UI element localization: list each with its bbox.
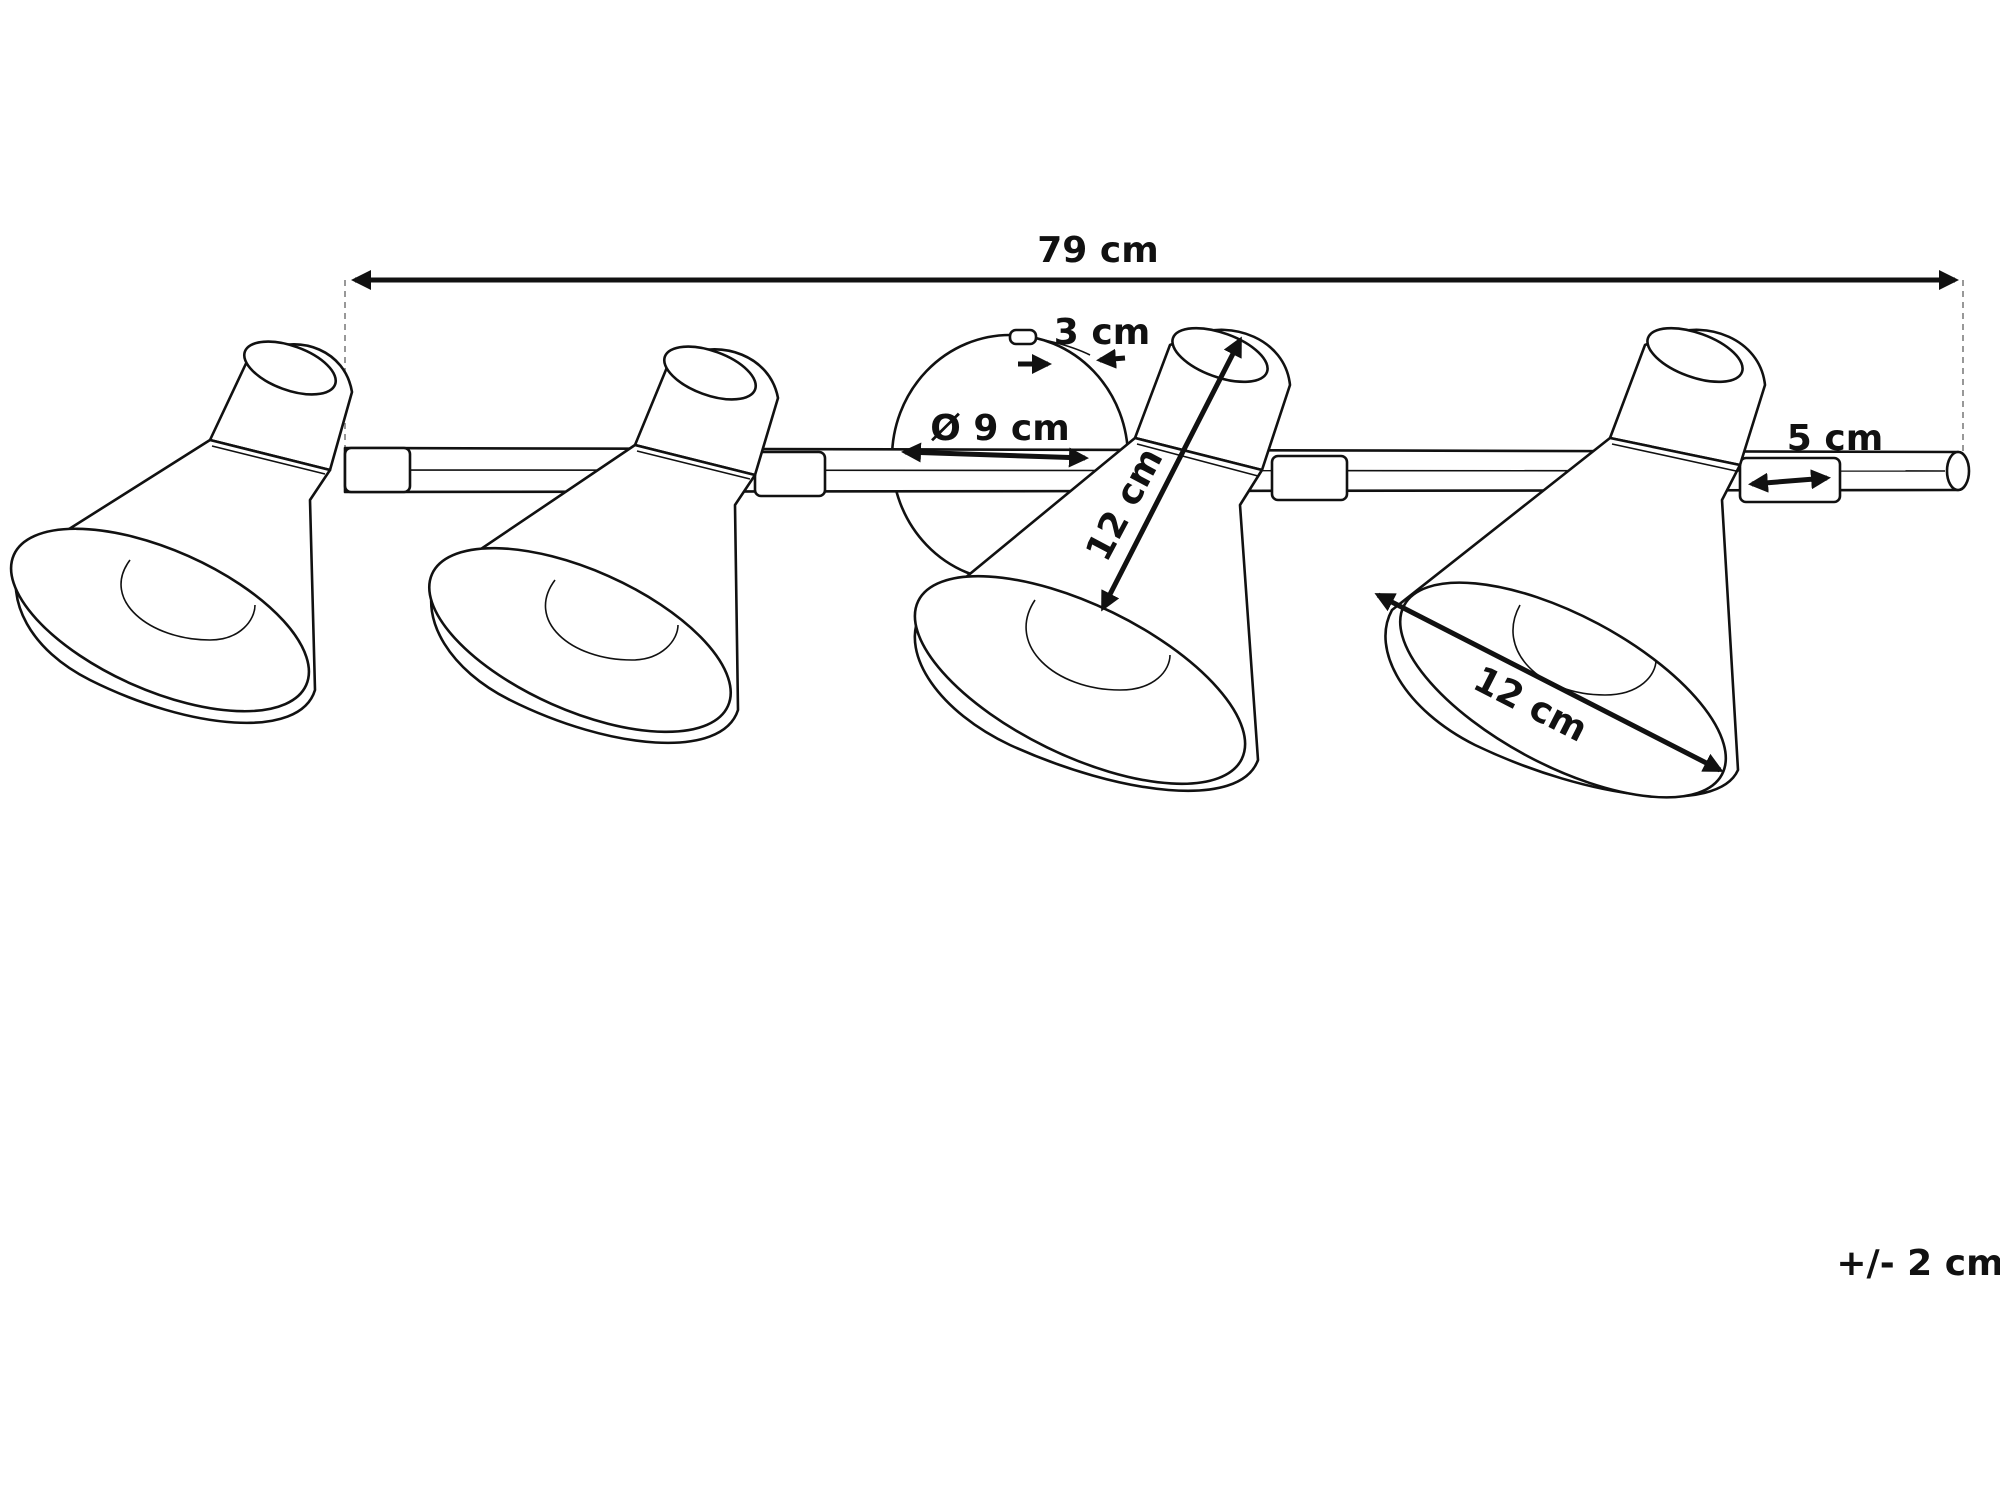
label-tolerance: +/- 2 cm: [1836, 1243, 2000, 1284]
label-canopy-depth: 3 cm: [1054, 312, 1150, 353]
spotlight-1: [9, 340, 354, 725]
dim-line-shade-height: [1100, 336, 1243, 612]
spotlight-2: [427, 345, 780, 745]
label-canopy-diameter: Ø 9 cm: [930, 408, 1070, 449]
dim-line-end-cap: [1748, 469, 1831, 493]
label-total-length: 79 cm: [1037, 230, 1158, 271]
dim-line-shade-diameter: [1374, 592, 1724, 773]
dim-arrow-depth-right: [1096, 348, 1126, 369]
label-end-cap-length: 5 cm: [1787, 418, 1883, 459]
dim-line-canopy-diameter: [901, 442, 1089, 468]
